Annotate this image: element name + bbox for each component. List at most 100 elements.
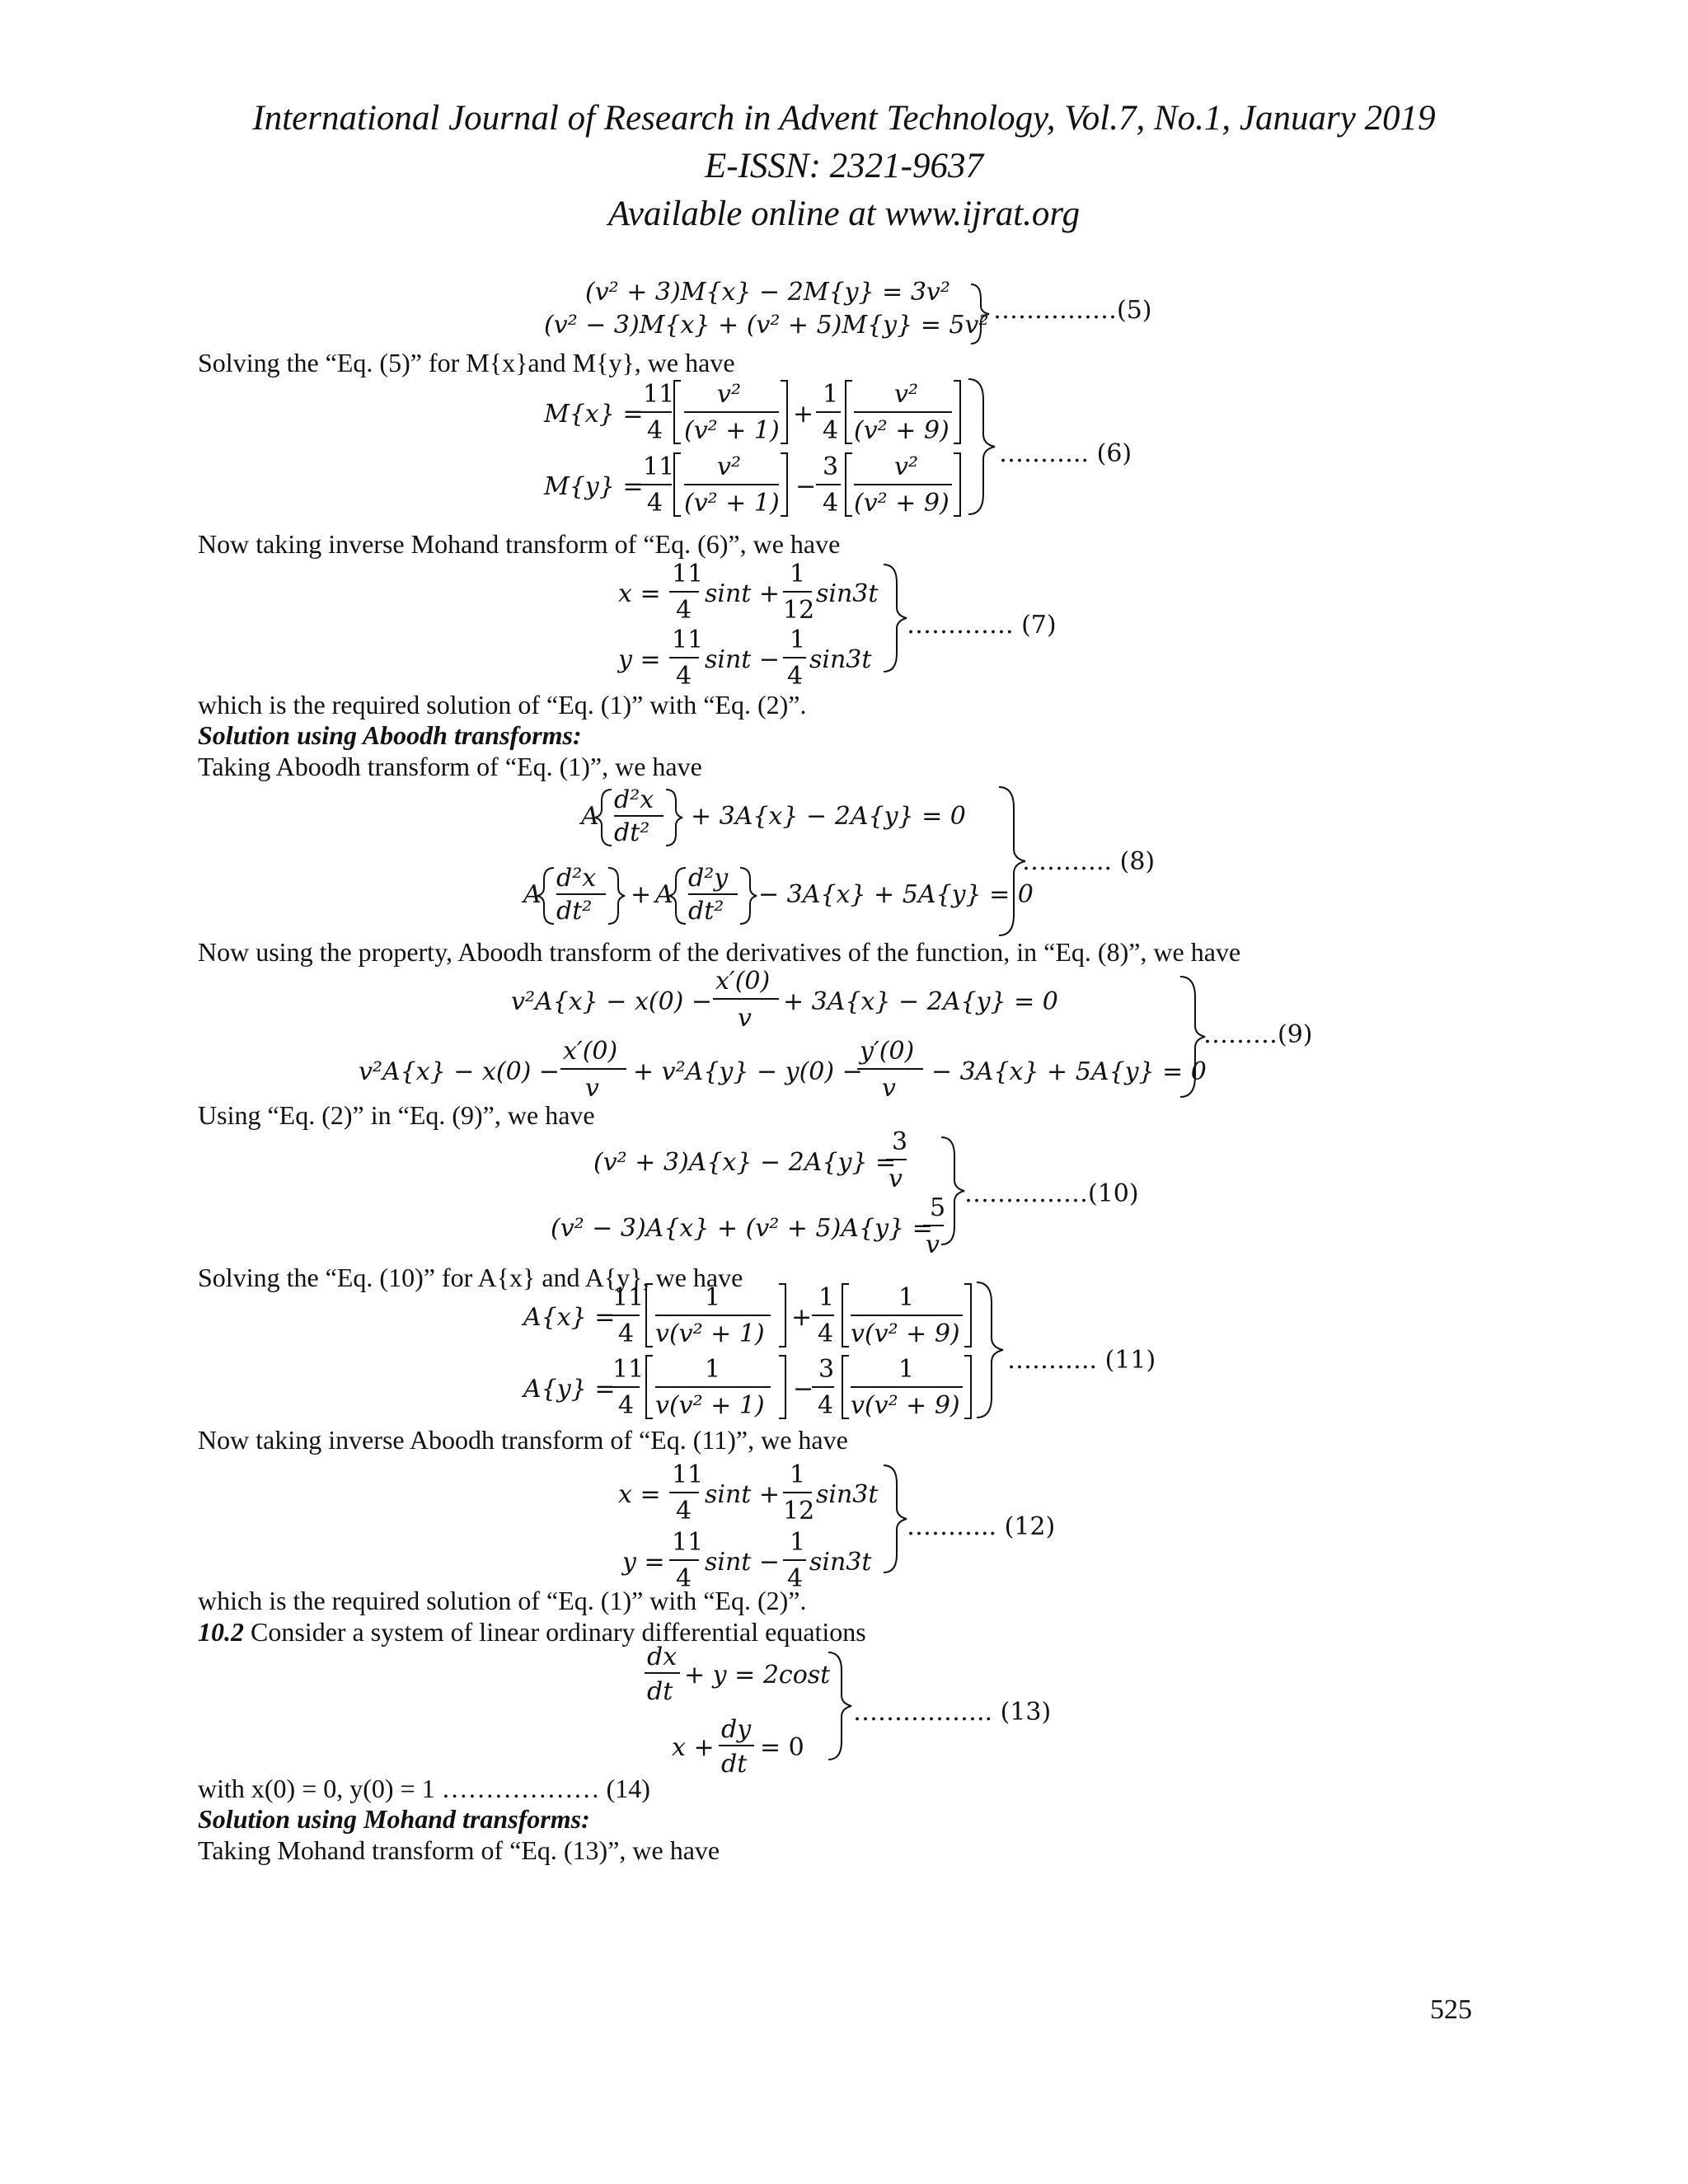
svg-text:= 0: = 0 [760, 1733, 804, 1762]
eq13-tag: …………….. (13) [853, 1698, 1051, 1727]
svg-text:v(v² + 9): v(v² + 9) [851, 1391, 960, 1420]
svg-text:4: 4 [676, 1497, 692, 1526]
svg-text:dx: dx [647, 1643, 677, 1671]
svg-text:4: 4 [787, 1564, 803, 1593]
svg-text:v²A{x} − x(0) −: v²A{x} − x(0) − [511, 987, 712, 1016]
svg-text:sint +: sint + [705, 579, 780, 608]
svg-text:dt²: dt² [556, 897, 592, 926]
svg-text:d²x: d²x [614, 785, 654, 814]
svg-text:dt²: dt² [688, 897, 724, 926]
heading-mohand-text: Solution using Mohand transforms: [198, 1804, 590, 1834]
svg-text:4: 4 [818, 1319, 833, 1348]
equation-11: A{x} = 11 4 1 v(v² + 1) + 1 4 1 v(v² + 9… [521, 1282, 1156, 1420]
paragraph-aboodh-property: Now using the property, Aboodh transform… [198, 937, 1241, 967]
svg-text:+ v²A{y} − y(0) −: + v²A{y} − y(0) − [633, 1057, 863, 1086]
svg-text:M{x} =: M{x} = [543, 400, 643, 429]
svg-text:4: 4 [618, 1391, 634, 1420]
svg-text:(v² + 1): (v² + 1) [684, 489, 780, 518]
heading-aboodh: Solution using Aboodh transforms: [198, 719, 582, 752]
paragraph-required-solution-1: which is the required solution of “Eq. (… [198, 690, 807, 719]
svg-text:11: 11 [672, 560, 703, 588]
svg-text:− 3A{x} + 5A{y} = 0: − 3A{x} + 5A{y} = 0 [758, 880, 1034, 909]
paragraph-using-eq2: Using “Eq. (2)” in “Eq. (9)”, we have [198, 1100, 595, 1130]
svg-text:5: 5 [930, 1193, 945, 1222]
eq11-tag: ……….. (11) [1007, 1346, 1156, 1375]
eq5-line1: (v² + 3)M{x} − 2M{y} = 3v² [585, 278, 950, 307]
eq5-tag: ……………(5) [993, 296, 1152, 325]
svg-text:11: 11 [672, 626, 703, 654]
equation-10: (v² + 3)A{x} − 2A{y} = 3 v (v² − 3)A{x} … [551, 1127, 1139, 1259]
svg-text:+: + [793, 400, 814, 429]
svg-text:dt²: dt² [614, 818, 649, 847]
issn-line: E-ISSN: 2321-9637 [705, 147, 983, 185]
svg-text:1: 1 [823, 380, 838, 409]
paragraph-eq5-solve: Solving the “Eq. (5)” for M{x}and M{y}, … [198, 348, 735, 377]
svg-text:y =: y = [617, 645, 661, 674]
svg-text:+ y = 2cost: + y = 2cost [684, 1661, 831, 1690]
svg-text:12: 12 [783, 596, 814, 625]
svg-text:sint −: sint − [705, 645, 780, 674]
svg-text:4: 4 [647, 489, 663, 518]
svg-text:dy: dy [721, 1715, 752, 1744]
svg-text:v: v [738, 1004, 752, 1033]
svg-text:A: A [579, 802, 599, 831]
svg-text:v: v [889, 1165, 903, 1193]
svg-text:4: 4 [676, 1564, 692, 1593]
svg-text:v²: v² [894, 452, 918, 481]
svg-text:(v² + 9): (v² + 9) [854, 489, 950, 518]
paragraph-aboodh-transform: Taking Aboodh transform of “Eq. (1)”, we… [198, 752, 702, 781]
eq12-tag: ……….. (12) [907, 1512, 1055, 1541]
svg-text:v: v [585, 1074, 599, 1103]
equation-6: M{x} = 11 4 v² (v² + 1) + 1 4 v² (v² + 9… [543, 378, 1132, 518]
svg-text:v(v² + 9): v(v² + 9) [851, 1319, 960, 1348]
eq8-tag: ……….. (8) [1022, 847, 1155, 876]
heading-aboodh-text: Solution using Aboodh transforms: [198, 720, 582, 750]
svg-text:1: 1 [790, 560, 805, 588]
svg-text:1: 1 [898, 1283, 914, 1312]
svg-text:x +: x + [672, 1733, 715, 1762]
svg-text:− 3A{x} + 5A{y} = 0: − 3A{x} + 5A{y} = 0 [931, 1057, 1207, 1086]
svg-text:sin3t: sin3t [809, 645, 872, 674]
svg-text:−: − [793, 1375, 814, 1404]
svg-text:(v² + 3)A{x} − 2A{y} =: (v² + 3)A{x} − 2A{y} = [593, 1148, 896, 1177]
section-number: 10.2 [198, 1617, 244, 1647]
svg-text:d²x: d²x [556, 864, 596, 893]
svg-text:A{x} =: A{x} = [521, 1303, 615, 1332]
svg-text:+: + [791, 1303, 812, 1332]
eq7-tag: …………. (7) [907, 611, 1057, 640]
svg-text:A: A [653, 880, 673, 909]
paragraph-mohand-transform: Taking Mohand transform of “Eq. (13)”, w… [198, 1835, 720, 1865]
svg-text:x =: x = [618, 1480, 661, 1509]
svg-text:1: 1 [818, 1283, 834, 1312]
page-number: 525 [1430, 1994, 1472, 2025]
svg-text:11: 11 [672, 1528, 703, 1557]
svg-text:+ 3A{x} − 2A{y} = 0: + 3A{x} − 2A{y} = 0 [691, 802, 966, 831]
svg-text:A{y} =: A{y} = [521, 1375, 615, 1404]
paragraph-required-solution-2: which is the required solution of “Eq. (… [198, 1586, 807, 1615]
svg-text:y =: y = [621, 1548, 665, 1577]
section-text: Consider a system of linear ordinary dif… [244, 1617, 866, 1647]
paragraph-initial-conditions: with x(0) = 0, y(0) = 1 ……………… (14) [198, 1774, 650, 1803]
svg-text:dt: dt [647, 1677, 673, 1706]
svg-text:x =: x = [618, 579, 661, 608]
svg-text:11: 11 [643, 380, 674, 409]
svg-text:11: 11 [643, 452, 674, 481]
svg-text:(v² + 9): (v² + 9) [854, 416, 950, 445]
svg-text:(v² + 1): (v² + 1) [684, 416, 780, 445]
svg-text:sin3t: sin3t [809, 1548, 872, 1577]
svg-text:sint −: sint − [705, 1548, 780, 1577]
equation-7: x = 11 4 sint + 1 12 sin3t y = 11 4 sint… [617, 560, 1057, 691]
equation-12: x = 11 4 sint + 1 12 sin3t y = 11 4 sint… [618, 1460, 1055, 1593]
svg-text:11: 11 [612, 1355, 644, 1384]
svg-text:M{y} =: M{y} = [543, 472, 644, 501]
svg-text:v²: v² [717, 380, 741, 409]
svg-text:4: 4 [647, 416, 663, 445]
svg-text:4: 4 [676, 596, 692, 625]
equation-9: v²A{x} − x(0) − x′(0) v + 3A{x} − 2A{y} … [359, 967, 1313, 1103]
svg-text:11: 11 [672, 1460, 703, 1489]
svg-text:1: 1 [790, 1460, 805, 1489]
journal-title: International Journal of Research in Adv… [252, 99, 1436, 138]
equation-5: (v² + 3)M{x} − 2M{y} = 3v² (v² − 3)M{x} … [544, 278, 1152, 344]
svg-text:1: 1 [705, 1283, 720, 1312]
svg-text:v: v [882, 1074, 896, 1103]
